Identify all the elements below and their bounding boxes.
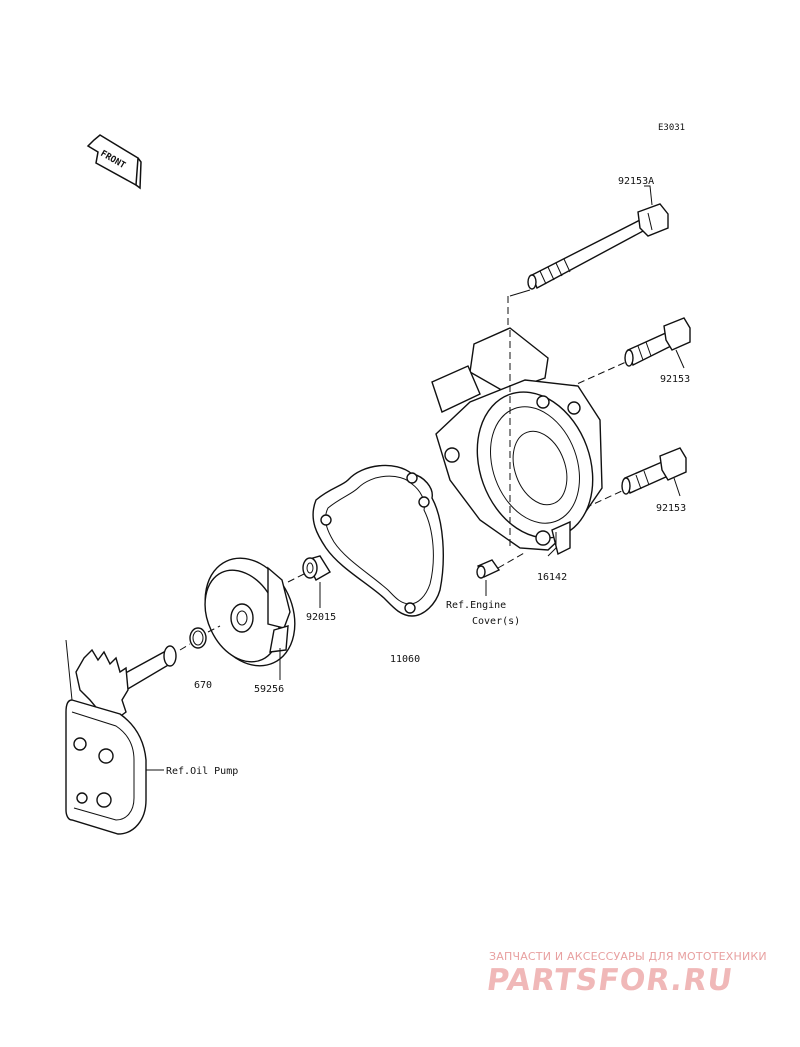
diagram-code: E3031 (658, 123, 685, 133)
label-bolt-long: 92153A (618, 176, 654, 187)
bolt-92153-upper (624, 317, 691, 367)
label-bolt-upper: 92153 (660, 374, 690, 385)
label-ref-engine-1: Ref.Engine (446, 600, 506, 611)
bolt-92153-lower (621, 447, 687, 495)
label-impeller: 59256 (254, 684, 284, 695)
label-dowel: 16142 (537, 572, 567, 583)
gasket (312, 464, 444, 617)
label-bolt-lower: 92153 (656, 503, 686, 514)
front-arrow-icon: FRONT (86, 134, 142, 190)
label-ref-engine-2: Cover(s) (472, 616, 520, 627)
bolt-92153a (527, 203, 669, 290)
watermark-tagline: ЗАПЧАСТИ И АКСЕССУАРЫ ДЛЯ МОТОТЕХНИКИ (489, 950, 767, 963)
oil-pump-body (65, 639, 147, 835)
watermark-logo: PARTSFOR.RU (484, 963, 736, 998)
pump-cover (431, 327, 603, 556)
label-ref-oil-pump: Ref.Oil Pump (166, 766, 238, 777)
o-ring (189, 627, 207, 649)
oil-pump-shaft (75, 645, 177, 731)
collar (302, 555, 331, 581)
label-collar: 92015 (306, 612, 336, 623)
label-gasket: 11060 (390, 654, 420, 665)
label-o-ring: 670 (194, 680, 212, 691)
impeller (204, 557, 296, 667)
dowel-pin (476, 559, 501, 579)
